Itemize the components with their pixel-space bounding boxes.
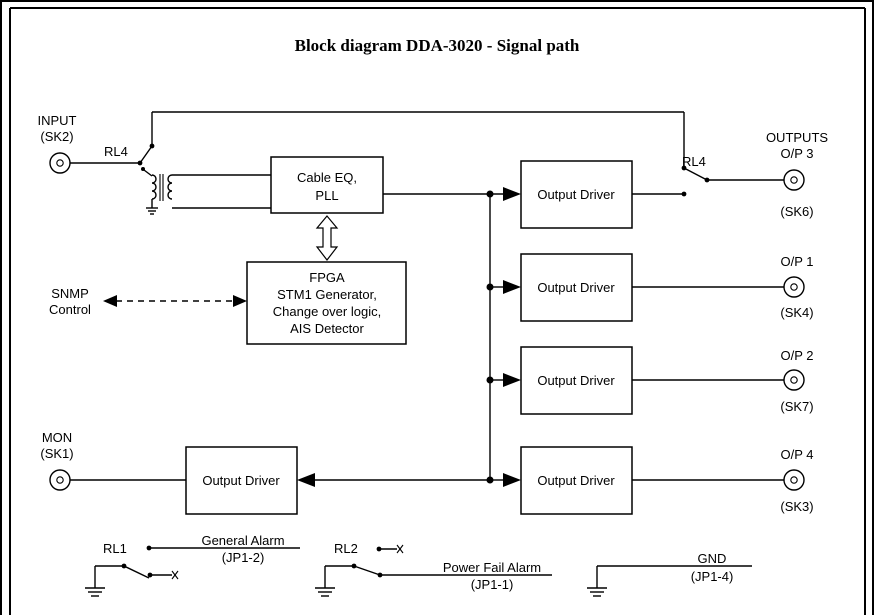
snmp-arrow-right-icon: [233, 295, 247, 307]
op2-connector: [783, 369, 805, 391]
fpga-label-line3: Change over logic,: [273, 304, 381, 319]
rl1-label: RL1: [103, 541, 127, 556]
op2-label: O/P 2: [780, 348, 813, 363]
rl4-input-blade: [139, 145, 153, 164]
power-fail-alarm-label: Power Fail Alarm: [443, 560, 541, 575]
op1-connector: [783, 276, 805, 298]
driver-op4-label: Output Driver: [537, 473, 615, 488]
mon-connector: [49, 469, 71, 491]
outputs-header: OUTPUTS: [766, 130, 828, 145]
op3-connector: [783, 169, 805, 191]
snmp-arrow-left-icon: [103, 295, 117, 307]
driver-op4-box: [520, 446, 633, 515]
input-connector: [49, 152, 71, 174]
rl2-label: RL2: [334, 541, 358, 556]
feed-op3-arrow-icon: [503, 187, 521, 201]
cable-eq-label-line1: Cable EQ,: [297, 170, 357, 185]
transformer-icon: [141, 167, 173, 215]
bus-double-arrow-icon: [315, 215, 339, 261]
op2-socket-label: (SK7): [780, 399, 813, 414]
gnd-label: GND: [698, 551, 727, 566]
rl4-output-driver-contact: [681, 191, 687, 197]
feed-op1-arrow-icon: [503, 280, 521, 294]
rl4-output-label: RL4: [682, 154, 706, 169]
mon-socket-label: (SK1): [40, 446, 73, 461]
driver-mon-label: Output Driver: [202, 473, 280, 488]
op3-label: O/P 3: [780, 146, 813, 161]
power-fail-alarm-relay: [315, 544, 552, 597]
op3-socket-label: (SK6): [780, 204, 813, 219]
fpga-label-line1: FPGA: [309, 270, 345, 285]
snmp-label-line1: SNMP: [51, 286, 89, 301]
mon-feed-arrow-icon: [297, 473, 315, 487]
driver-op1-box: [520, 253, 633, 322]
diagram-title: Block diagram DDA-3020 - Signal path: [295, 36, 580, 55]
feed-op2-arrow-icon: [503, 373, 521, 387]
op1-socket-label: (SK4): [780, 305, 813, 320]
gnd-pin: (JP1-4): [691, 569, 734, 584]
fpga-box: [246, 261, 407, 345]
input-label: INPUT: [38, 113, 77, 128]
general-alarm-label: General Alarm: [201, 533, 284, 548]
general-alarm-pin: (JP1-2): [222, 550, 265, 565]
rl4-output-blade: [683, 167, 708, 181]
fpga-label-line4: AIS Detector: [290, 321, 364, 336]
cable-eq-label-line2: PLL: [315, 188, 338, 203]
general-alarm-relay: [85, 545, 300, 597]
input-socket-label: (SK2): [40, 129, 73, 144]
op4-connector: [783, 469, 805, 491]
rl4-input-label: RL4: [104, 144, 128, 159]
snmp-label-line2: Control: [49, 302, 91, 317]
op4-label: O/P 4: [780, 447, 813, 462]
driver-op2-box: [520, 346, 633, 415]
op1-label: O/P 1: [780, 254, 813, 269]
driver-op2-label: Output Driver: [537, 373, 615, 388]
power-fail-alarm-pin: (JP1-1): [471, 577, 514, 592]
fpga-label-line2: STM1 Generator,: [277, 287, 377, 302]
feed-op4-arrow-icon: [503, 473, 521, 487]
op4-socket-label: (SK3): [780, 499, 813, 514]
bus-node-op3: [486, 190, 494, 198]
driver-op3-label: Output Driver: [537, 187, 615, 202]
mon-label: MON: [42, 430, 72, 445]
driver-mon-box: [185, 446, 298, 515]
driver-op1-label: Output Driver: [537, 280, 615, 295]
driver-op3-box: [520, 160, 633, 229]
gnd-symbol: [587, 565, 752, 597]
cable-eq-box: [270, 156, 384, 214]
